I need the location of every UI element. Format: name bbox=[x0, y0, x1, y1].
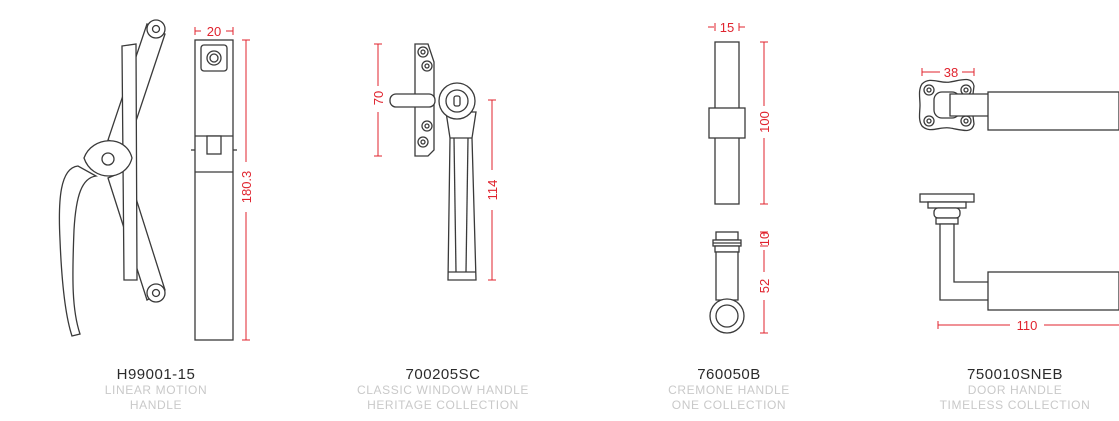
dim-p4-length: 110 bbox=[1017, 318, 1038, 333]
caption-cremone-handle: 760050B CREMONE HANDLE ONE COLLECTION bbox=[619, 366, 839, 413]
product-subtitle-1: CREMONE HANDLE bbox=[668, 383, 790, 397]
caption-door-handle: 750010SNEB DOOR HANDLE TIMELESS COLLECTI… bbox=[905, 366, 1119, 413]
dim-p4-rose: 38 bbox=[944, 65, 958, 80]
product-subtitle-1: CLASSIC WINDOW HANDLE bbox=[357, 383, 529, 397]
dim-p3-height: 100 bbox=[757, 111, 772, 133]
product-subtitle-2: HANDLE bbox=[129, 398, 183, 412]
dim-p3-width: 15 bbox=[720, 20, 734, 35]
product-code: 760050B bbox=[697, 366, 761, 383]
drawing-door-handle: 38 110 bbox=[918, 65, 1119, 333]
dim-p3-collar: 10 bbox=[757, 232, 772, 246]
drawing-classic-window-handle: 70 114 bbox=[371, 43, 500, 281]
product-subtitle-2: HERITAGE COLLECTION bbox=[367, 398, 519, 412]
dim-p3-lower: 52 bbox=[757, 279, 772, 293]
dim-p2-top: 70 bbox=[371, 91, 386, 105]
product-subtitle-1: LINEAR MOTION bbox=[104, 383, 208, 397]
drawing-linear-motion-handle: 20 180.3 bbox=[58, 19, 254, 341]
dim-p1-height: 180.3 bbox=[239, 171, 254, 204]
caption-linear-motion-handle: H99001-15 LINEAR MOTION HANDLE bbox=[46, 366, 266, 413]
product-subtitle-2: ONE COLLECTION bbox=[671, 398, 787, 412]
dim-p2-lever: 114 bbox=[485, 180, 500, 201]
product-code: 700205SC bbox=[405, 366, 481, 383]
product-code: H99001-15 bbox=[116, 366, 196, 383]
drawing-cremone-handle: 15 100 10 52 bbox=[708, 20, 772, 334]
product-subtitle-2: TIMELESS COLLECTION bbox=[939, 398, 1091, 412]
product-subtitle-1: DOOR HANDLE bbox=[967, 383, 1063, 397]
dim-p1-width: 20 bbox=[207, 24, 221, 39]
caption-classic-window-handle: 700205SC CLASSIC WINDOW HANDLE HERITAGE … bbox=[333, 366, 553, 413]
product-code: 750010SNEB bbox=[967, 366, 1063, 383]
